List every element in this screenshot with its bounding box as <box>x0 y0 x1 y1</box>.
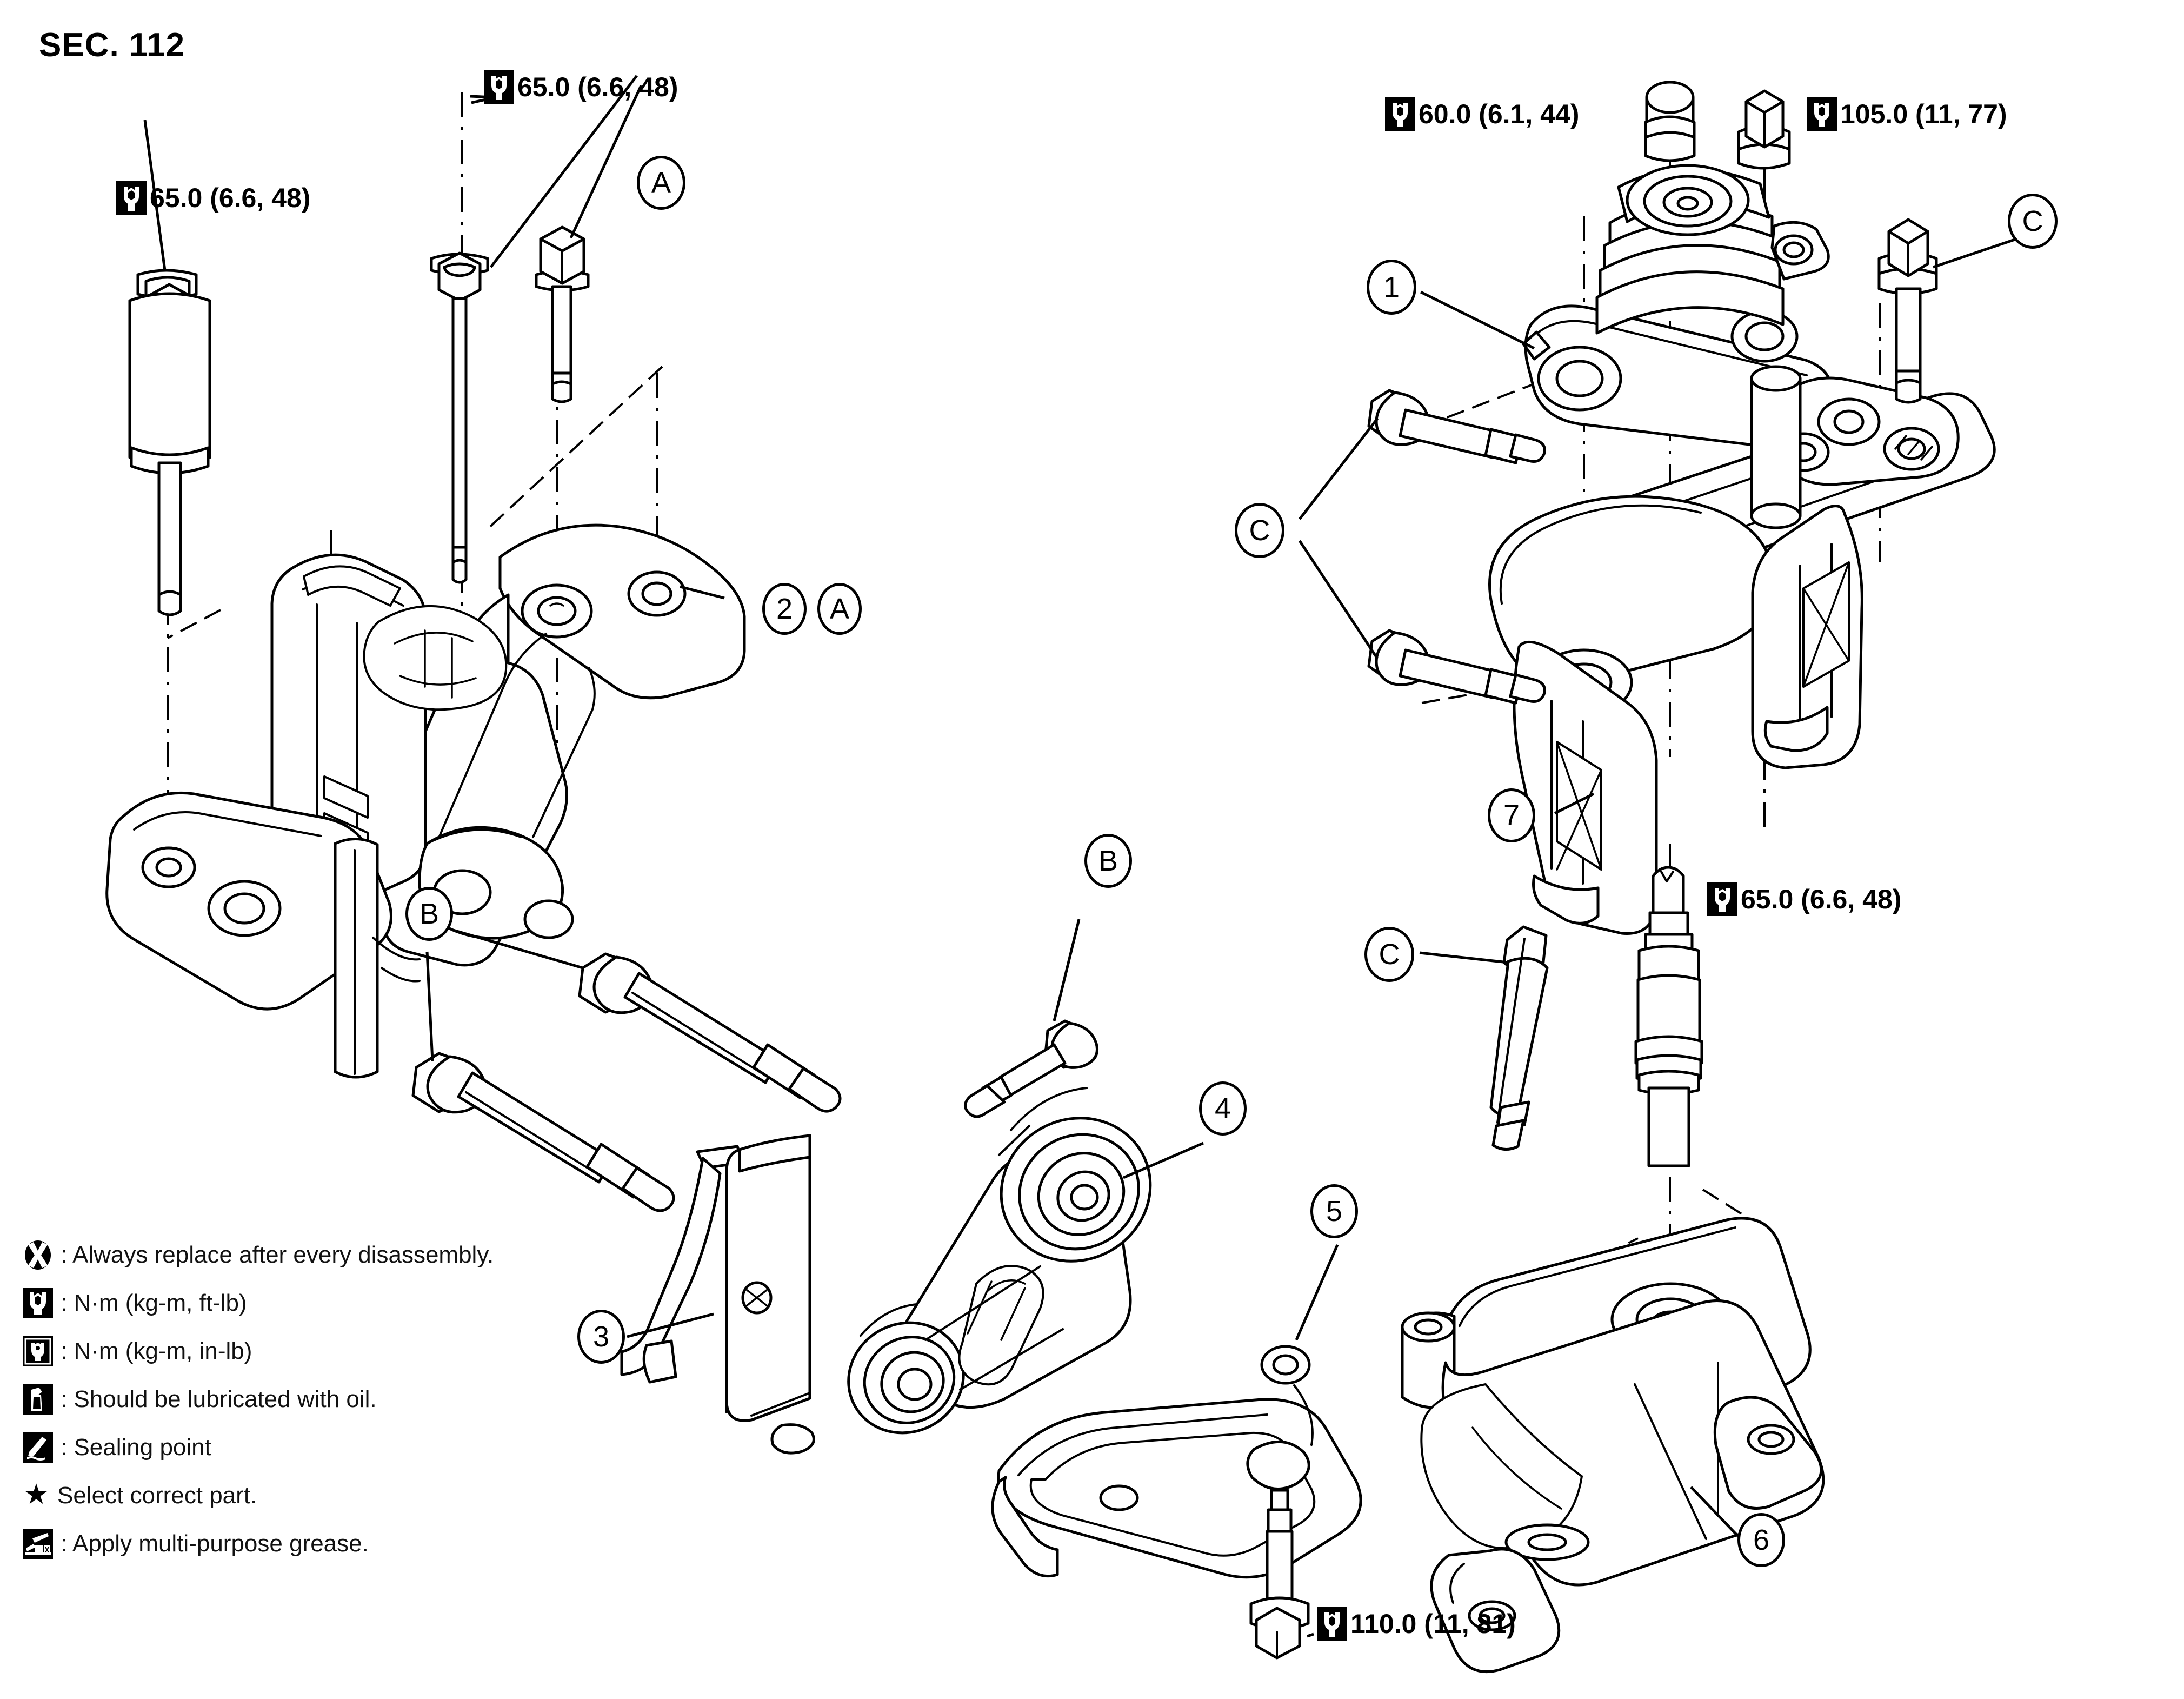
header-nut-glyph <box>1644 81 1696 189</box>
bolt-a2 <box>535 225 590 403</box>
torque-value: 110.0 (11, 81) <box>1350 1609 1516 1639</box>
callout-1[interactable]: 1 <box>1367 260 1416 315</box>
upper-damper-part <box>128 269 211 616</box>
page-title: SEC. 112 <box>39 26 185 64</box>
torque-value: 65.0 (6.6, 48) <box>1741 884 1902 914</box>
engine-mount-1 <box>1522 164 1833 450</box>
legend-item-nm-inlb: : N·m (kg-m, in-lb) <box>23 1335 617 1368</box>
legend-item-grease: : Apply multi-purpose grease. <box>23 1527 617 1561</box>
multi-purpose-grease-icon <box>23 1529 53 1559</box>
crossmember-7 <box>1488 365 1996 935</box>
upper-stud-part <box>1634 866 1703 1167</box>
bolt-c-left-1 <box>1367 389 1546 464</box>
bolt-c-right <box>1877 218 1938 404</box>
callout-6[interactable]: 6 <box>1737 1513 1785 1567</box>
bolt-b-long-1 <box>578 952 842 1113</box>
sealing-point-icon <box>23 1432 53 1463</box>
legend-item-oil: : Should be lubricated with oil. <box>23 1383 617 1416</box>
callout-c-upper[interactable]: C <box>1235 503 1284 558</box>
legend-label: Select correct part. <box>57 1482 257 1509</box>
torque-value: 60.0 (6.1, 44) <box>1419 99 1580 129</box>
torque-wrench-in-lb-icon <box>23 1336 53 1366</box>
legend-label: : N·m (kg-m, in-lb) <box>61 1338 252 1364</box>
torque-label-bottom: 110.0 (11, 81) <box>1317 1607 1516 1641</box>
torque-label-right-mid: 65.0 (6.6, 48) <box>1707 882 1901 916</box>
callout-3[interactable]: 3 <box>577 1310 625 1364</box>
torque-rod-4 <box>847 1087 1152 1435</box>
legend: : Always replace after every disassembly… <box>23 1238 617 1575</box>
torque-label-top-bolt: 65.0 (6.6, 48) <box>484 70 678 104</box>
torque-wrench-ft-lb-icon <box>116 181 147 215</box>
torque-wrench-ft-lb-icon <box>1707 882 1737 916</box>
bolt-c-lower <box>1489 925 1549 1151</box>
legend-label: : Apply multi-purpose grease. <box>61 1530 369 1557</box>
bolt-b-short <box>964 1019 1098 1118</box>
star-icon: ★ <box>23 1479 49 1510</box>
bolt-c-left-2 <box>1367 629 1546 705</box>
replace-after-disassembly-icon <box>23 1240 53 1270</box>
torque-wrench-ft-lb-icon <box>1317 1607 1347 1641</box>
torque-label-right-upper-1: 60.0 (6.1, 44) <box>1385 97 1579 131</box>
callout-c-lower[interactable]: C <box>1364 927 1414 982</box>
callout-b-left[interactable]: B <box>405 887 453 941</box>
callout-7[interactable]: 7 <box>1488 788 1535 842</box>
engine-mount-bracket-2 <box>105 523 746 1079</box>
callout-a-top[interactable]: A <box>637 156 685 210</box>
callout-2[interactable]: 2 <box>762 583 807 635</box>
legend-label: : N·m (kg-m, ft-lb) <box>61 1290 247 1316</box>
header-bolt-glyph <box>1737 89 1791 195</box>
mount-bracket-6 <box>1401 1217 1825 1673</box>
callout-a-part2[interactable]: A <box>817 583 862 635</box>
legend-label: : Should be lubricated with oil. <box>61 1386 377 1412</box>
legend-label: : Sealing point <box>61 1434 211 1461</box>
torque-wrench-ft-lb-icon <box>484 70 514 104</box>
legend-label: : Always replace after every disassembly… <box>61 1242 494 1268</box>
callout-b-right[interactable]: B <box>1084 834 1132 888</box>
legend-item-nm-ftlb: : N·m (kg-m, ft-lb) <box>23 1286 617 1320</box>
legend-item-select-part: ★ Select correct part. <box>23 1479 617 1512</box>
oil-lubricate-icon <box>23 1384 53 1415</box>
callout-5[interactable]: 5 <box>1310 1184 1358 1238</box>
torque-value: 65.0 (6.6, 48) <box>150 183 311 213</box>
long-bolt-a1 <box>430 251 489 584</box>
torque-wrench-ft-lb-icon <box>1385 97 1415 131</box>
legend-item-replace: : Always replace after every disassembly… <box>23 1238 617 1272</box>
small-bracket-3 <box>620 1134 815 1455</box>
torque-wrench-ft-lb-icon <box>1807 97 1837 131</box>
legend-item-sealing: : Sealing point <box>23 1431 617 1464</box>
torque-label-damper: 65.0 (6.6, 48) <box>116 181 310 215</box>
torque-value: 105.0 (11, 77) <box>1840 99 2007 129</box>
callout-4[interactable]: 4 <box>1199 1081 1247 1136</box>
callout-c-right[interactable]: C <box>2008 194 2058 249</box>
bolt-b-long-2 <box>411 1052 675 1212</box>
torque-label-right-upper-2: 105.0 (11, 77) <box>1807 97 2007 131</box>
rod-bracket-5 <box>991 1345 1362 1579</box>
torque-wrench-ft-lb-icon <box>23 1288 53 1318</box>
bolt-bottom-110 <box>1249 1489 1310 1660</box>
torque-value: 65.0 (6.6, 48) <box>517 72 678 102</box>
